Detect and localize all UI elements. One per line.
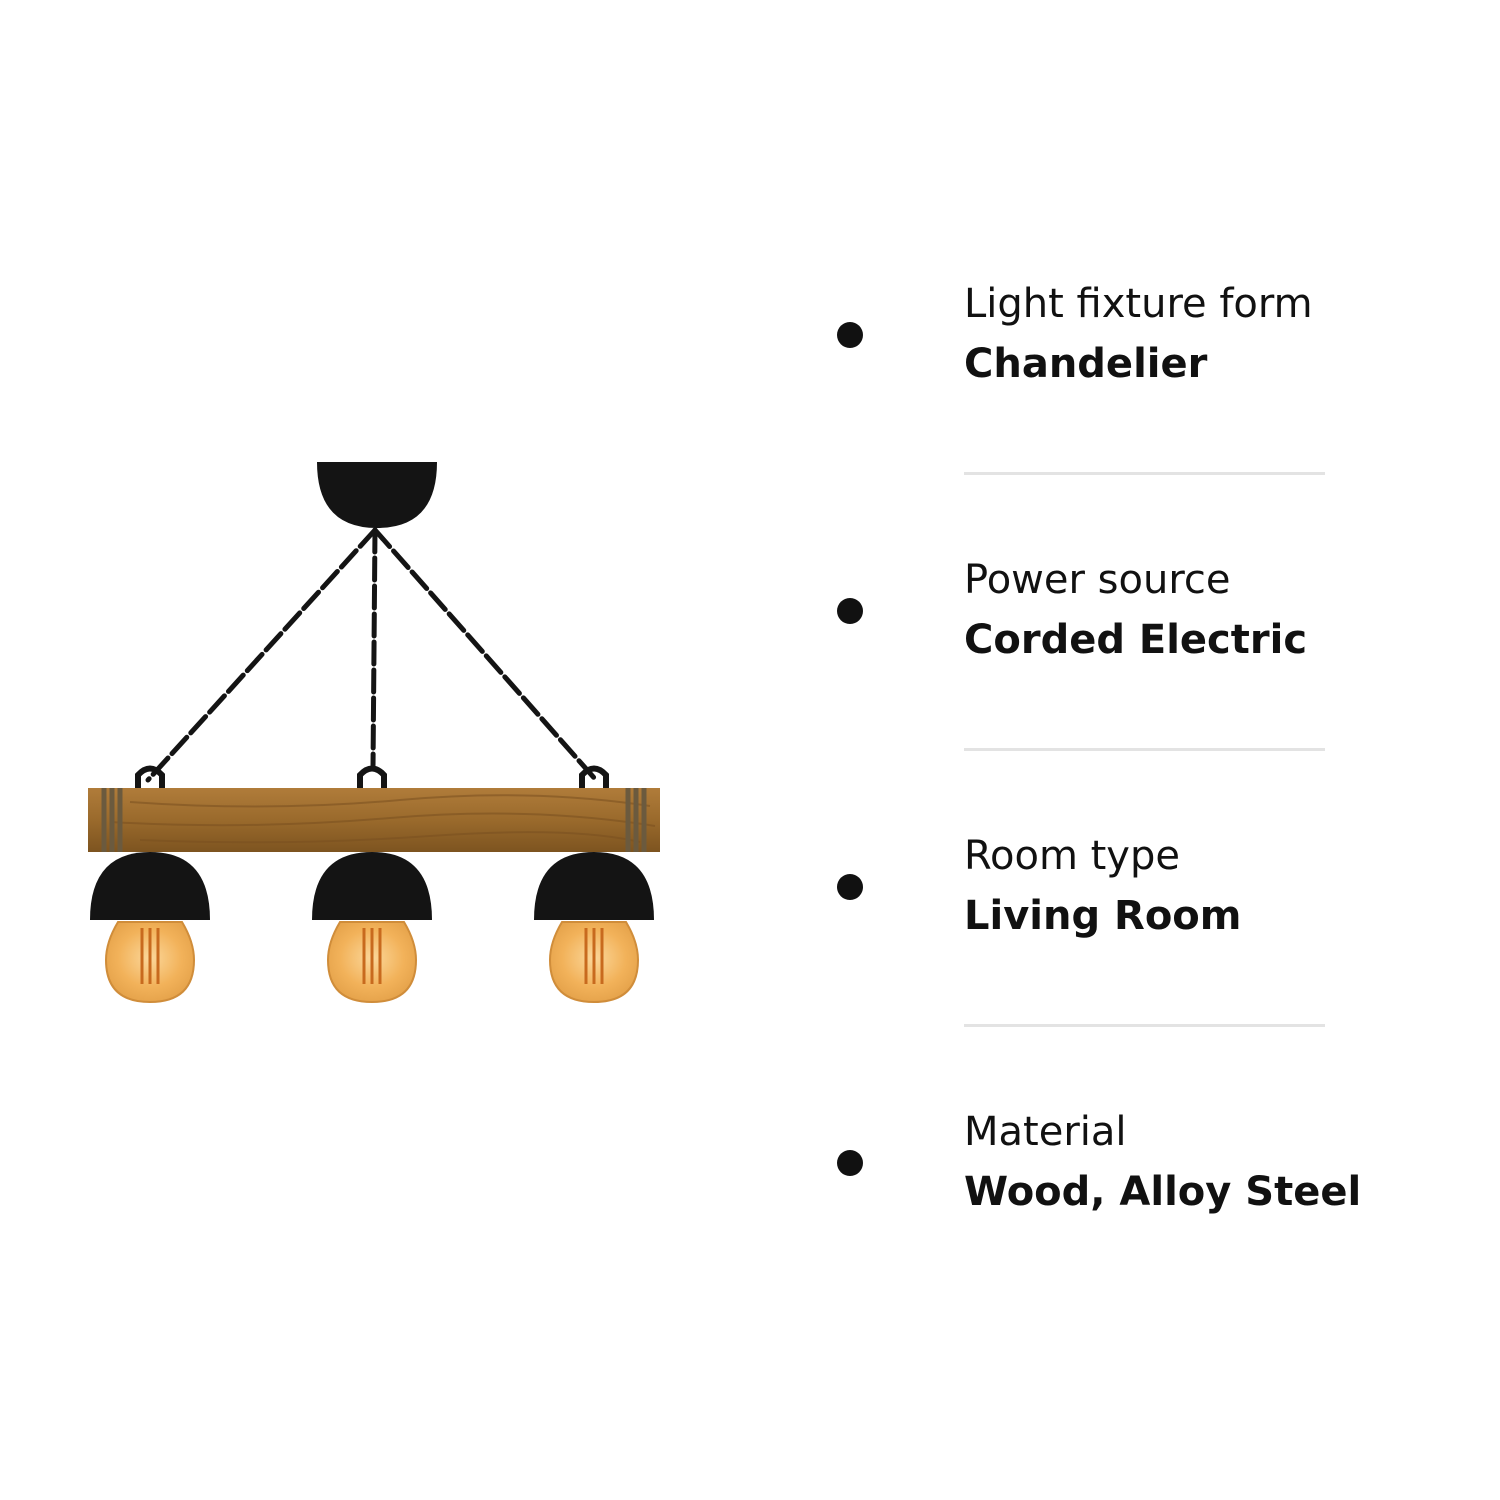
spec-value-light-fixture-form: Chandelier [964, 341, 1208, 387]
spec-label-room-type: Room type [964, 833, 1180, 879]
divider [964, 472, 1325, 475]
spec-value-material: Wood, Alloy Steel [964, 1169, 1362, 1215]
bullet-icon [837, 322, 863, 348]
spec-value-power-source: Corded Electric [964, 617, 1308, 663]
spec-label-material: Material [964, 1109, 1127, 1155]
divider [964, 1024, 1325, 1027]
spec-label-power-source: Power source [964, 557, 1231, 603]
spec-label-light-fixture-form: Light fixture form [964, 281, 1313, 327]
bullet-icon [837, 598, 863, 624]
product-image [70, 450, 710, 1030]
divider [964, 748, 1325, 751]
spec-value-room-type: Living Room [964, 893, 1242, 939]
chandelier-image [88, 462, 660, 1004]
bullet-icon [837, 874, 863, 900]
bullet-icon [837, 1150, 863, 1176]
